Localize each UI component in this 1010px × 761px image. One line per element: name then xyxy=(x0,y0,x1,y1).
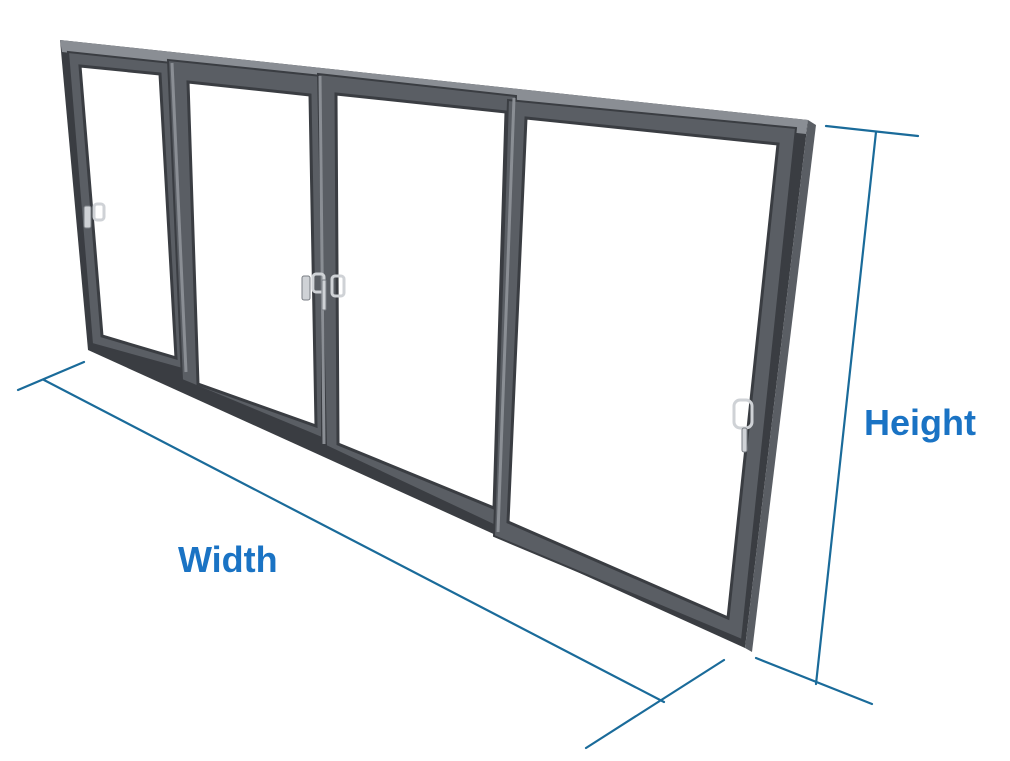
height-extension-bottom xyxy=(754,656,874,706)
width-extension-right xyxy=(584,658,726,750)
mullion-1 xyxy=(170,62,188,373)
height-dimension-line xyxy=(814,130,878,686)
door-handle-icon xyxy=(301,272,327,311)
glass-pane xyxy=(186,80,318,429)
door-panel-1 xyxy=(66,50,188,372)
width-extension-left xyxy=(16,360,86,392)
width-dimension-line xyxy=(42,378,666,704)
mullion-3 xyxy=(496,97,516,533)
height-extension-top xyxy=(824,124,920,138)
width-label: Width xyxy=(178,539,278,580)
mullions xyxy=(170,62,516,533)
height-dimension xyxy=(754,124,920,706)
width-dimension xyxy=(16,360,726,750)
handles xyxy=(83,202,754,453)
glass-pane xyxy=(334,92,508,511)
height-label: Height xyxy=(864,402,976,443)
outer-frame-right-depth xyxy=(745,120,816,652)
door-handle-icon xyxy=(83,202,106,229)
door-panel-2 xyxy=(166,58,323,440)
mullion-2 xyxy=(318,75,326,445)
door-panels xyxy=(66,50,798,642)
door-panel-4 xyxy=(492,98,798,642)
door-panel-3 xyxy=(316,72,518,530)
glass-pane xyxy=(506,116,780,621)
door-handle-icon xyxy=(732,398,754,453)
glass-pane xyxy=(78,64,178,361)
door-handle-icon xyxy=(330,274,346,298)
